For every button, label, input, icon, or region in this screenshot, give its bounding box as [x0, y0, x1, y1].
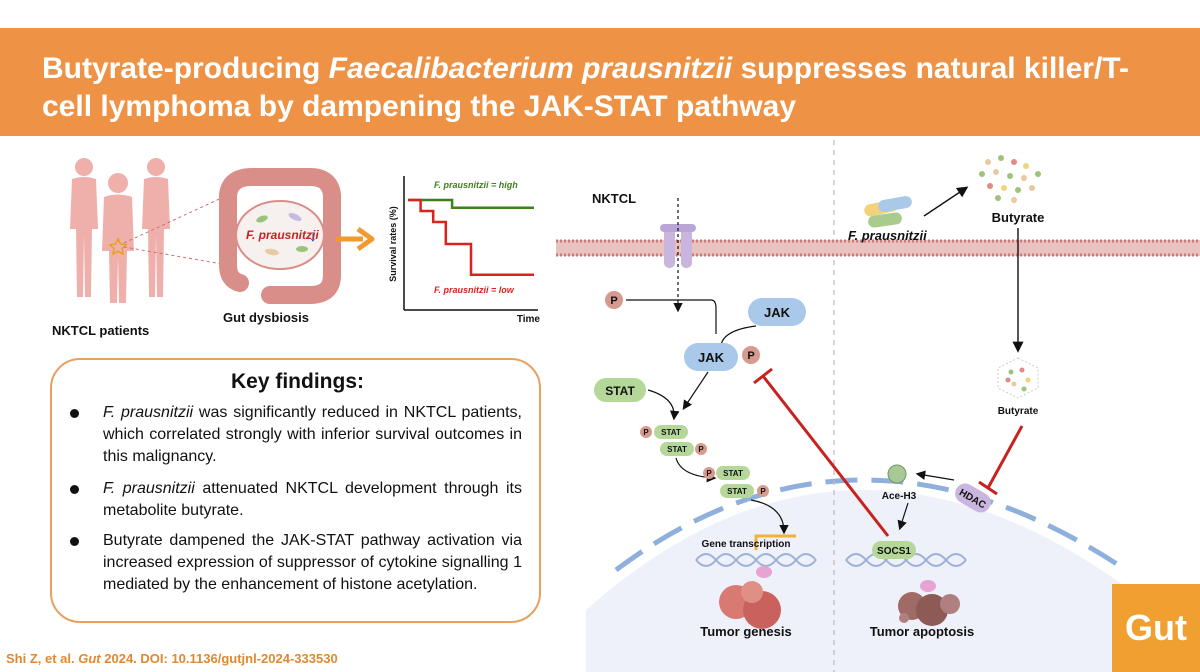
finding-species: F. prausnitzii [103, 404, 194, 421]
bullet-icon [70, 537, 79, 546]
patients-gut-survival-panel: F. prausnitzii ↓ [70, 158, 375, 304]
phosphate-label: P [610, 295, 617, 307]
survival-low-label: F. prausnitzii = low [434, 285, 515, 295]
socs1-box [872, 541, 916, 559]
phosphate-icon [605, 291, 623, 309]
finding-item: F. prausnitzii was significantly reduced… [70, 402, 522, 468]
butyrate-inhibition-line [986, 425, 1024, 489]
phosphate-label: P [706, 469, 712, 478]
decrease-arrow-icon: ↓ [309, 228, 317, 245]
butyrate-label: Butyrate [992, 210, 1045, 225]
bullet-icon [70, 485, 79, 494]
socs1-inhibition-line [761, 375, 890, 537]
phospho-jak-protein [684, 343, 738, 371]
stat-protein [594, 378, 646, 402]
phosphate-label: P [698, 445, 704, 454]
finding-item: Butyrate dampened the JAK-STAT pathway a… [70, 530, 522, 596]
jak-label: JAK [764, 305, 791, 320]
species-label: F. prausnitzii [848, 228, 927, 243]
nuclear-envelope [614, 477, 1128, 573]
butyrate-molecules-icon [979, 155, 1041, 203]
phosphate-label: P [760, 487, 766, 496]
stat-label: STAT [727, 487, 747, 496]
transcription-arrow [754, 534, 796, 550]
finding-text: Butyrate dampened the JAK-STAT pathway a… [103, 532, 522, 593]
phosphate-label: P [643, 428, 649, 437]
hdac-protein [955, 483, 991, 513]
tumor-apoptosis-cells-icon [898, 580, 960, 626]
phosphate-label: P [747, 350, 754, 362]
title-banner [0, 28, 1200, 136]
stat-label: STAT [723, 469, 743, 478]
citation: Shi Z, et al. Gut 2024. DOI: 10.1136/gut… [6, 651, 338, 666]
tumor-genesis-label: Tumor genesis [700, 624, 792, 639]
gene-transcription-label: Gene transcription [702, 539, 791, 550]
ace-h3-label: Ace-H3 [882, 491, 917, 502]
pathway-diagram: NKTCL P JAK JAK P STAT P STAT STAT P P S… [556, 140, 1200, 672]
survival-ylabel: Survival rates (%) [388, 206, 398, 282]
dna-helix-left [695, 553, 817, 567]
gut-dysbiosis-icon [219, 168, 341, 304]
finding-item: F. prausnitzii attenuated NKTCL developm… [70, 478, 522, 522]
stat-protein [654, 425, 688, 439]
survival-xlabel: Time [517, 314, 541, 325]
bullet-icon [70, 409, 79, 418]
key-findings-heading: Key findings: [230, 370, 364, 393]
butyrate-inner-label: Butyrate [998, 406, 1039, 417]
butyrate-vesicle-icon [997, 357, 1039, 399]
phosphate-icon [742, 346, 760, 364]
stat-label: STAT [661, 428, 681, 437]
finding-species: F. prausnitzii [103, 480, 195, 497]
finding-text: was significantly reduced in NKTCL patie… [103, 404, 522, 465]
cell-nucleus-region [586, 490, 1156, 672]
stat-protein [660, 442, 694, 456]
survival-high-label: F. prausnitzii = high [434, 180, 518, 190]
jak-protein [748, 298, 806, 326]
page-title: Butyrate-producing Faecalibacterium prau… [42, 52, 1129, 123]
patients-label: NKTCL patients [52, 323, 150, 338]
patient-silhouettes [70, 158, 170, 303]
tumor-genesis-cells-icon [719, 581, 781, 629]
stat-protein [716, 466, 750, 480]
dna-helix-right [845, 553, 967, 567]
socs1-label: SOCS1 [877, 546, 911, 557]
survival-curve-low [408, 198, 534, 277]
stat-label: STAT [605, 384, 635, 398]
survival-plot: Survival rates (%) Time F. prausnitzii =… [388, 176, 541, 325]
gut-journal-logo: Gut [1112, 584, 1200, 672]
finding-text: attenuated NKTCL development through its… [103, 480, 522, 519]
bacteria-icon [864, 196, 912, 228]
stat-label: STAT [667, 445, 687, 454]
key-findings-box [50, 358, 541, 623]
survival-curve-high [408, 198, 534, 209]
gut-species-label: F. prausnitzii [246, 228, 319, 242]
nktcl-label: NKTCL [592, 191, 636, 206]
stat-protein [720, 484, 754, 498]
gut-label: Gut dysbiosis [223, 310, 309, 325]
tumor-apoptosis-label: Tumor apoptosis [870, 624, 974, 639]
bacteria-to-butyrate-arrow [923, 186, 969, 217]
nucleosome-icon [887, 464, 907, 484]
phospho-jak-label: JAK [698, 350, 725, 365]
cell-membrane [556, 239, 1200, 257]
gut-location-star-icon [108, 237, 128, 256]
